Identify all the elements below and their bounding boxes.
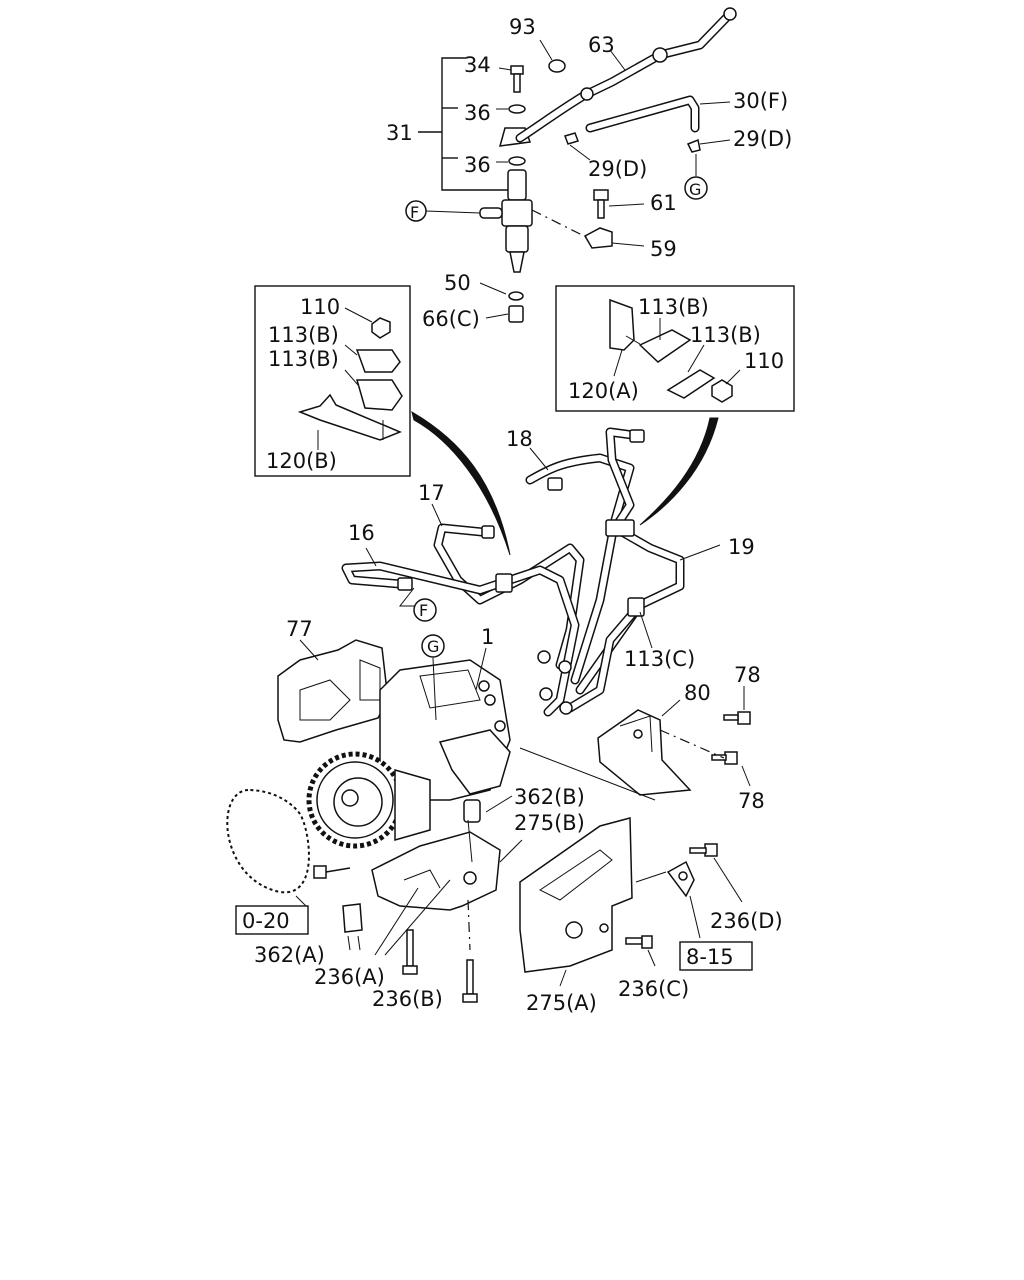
label-362a: 362(A)	[254, 943, 325, 967]
label-29d-right: 29(D)	[733, 127, 792, 151]
label-275b: 275(B)	[514, 811, 585, 835]
label-f-top: F	[410, 203, 419, 222]
label-80: 80	[684, 681, 711, 705]
label-78-upper: 78	[734, 663, 761, 687]
bracket-80	[519, 686, 751, 801]
label-120b: 120(B)	[266, 449, 337, 473]
label-120a: 120(A)	[568, 379, 639, 403]
label-36-upper: 36	[464, 101, 491, 125]
label-g-top: G	[689, 180, 701, 199]
inset-right	[555, 285, 795, 412]
label-113c: 113(C)	[624, 647, 695, 671]
callout-labels: 93 63 34 36 31 36 30(F) 29(D) 29(D) G F …	[242, 15, 792, 1015]
label-8-15: 8-15	[686, 945, 734, 969]
label-18: 18	[506, 427, 533, 451]
label-16: 16	[348, 521, 375, 545]
label-50: 50	[444, 271, 471, 295]
label-110-right: 110	[744, 349, 784, 373]
label-113b-left-1: 113(B)	[268, 323, 339, 347]
label-36-lower: 36	[464, 153, 491, 177]
leader-arrow-left	[411, 410, 511, 556]
label-30f: 30(F)	[733, 89, 788, 113]
label-63: 63	[588, 33, 615, 57]
injection-pipes	[341, 427, 721, 717]
label-110-left: 110	[300, 295, 340, 319]
ref-box-8-15	[679, 941, 753, 971]
label-31: 31	[386, 121, 413, 145]
label-g-mid: G	[427, 637, 439, 656]
leader-arrow-right	[639, 417, 719, 526]
label-f-mid: F	[419, 601, 428, 620]
label-19: 19	[728, 535, 755, 559]
inset-left	[254, 285, 411, 477]
label-78-lower: 78	[738, 789, 765, 813]
label-113b-right-1: 113(B)	[638, 295, 709, 319]
injector-assembly	[405, 7, 737, 323]
label-77: 77	[286, 617, 313, 641]
label-113b-right-2: 113(B)	[690, 323, 761, 347]
label-0-20: 0-20	[242, 909, 290, 933]
label-236b: 236(B)	[372, 987, 443, 1011]
label-61: 61	[650, 191, 677, 215]
label-1: 1	[481, 625, 494, 649]
label-362b: 362(B)	[514, 785, 585, 809]
label-66c: 66(C)	[422, 307, 480, 331]
label-236d: 236(D)	[710, 909, 783, 933]
label-93: 93	[509, 15, 536, 39]
label-59: 59	[650, 237, 677, 261]
label-275a: 275(A)	[526, 991, 597, 1015]
label-29d-left: 29(D)	[588, 157, 647, 181]
ref-box-0-20	[235, 905, 309, 935]
label-113b-left-2: 113(B)	[268, 347, 339, 371]
label-236a: 236(A)	[314, 965, 385, 989]
lower-brackets	[313, 817, 743, 1003]
label-236c: 236(C)	[618, 977, 689, 1001]
injection-pump	[226, 634, 513, 907]
label-17: 17	[418, 481, 445, 505]
label-34: 34	[464, 53, 491, 77]
